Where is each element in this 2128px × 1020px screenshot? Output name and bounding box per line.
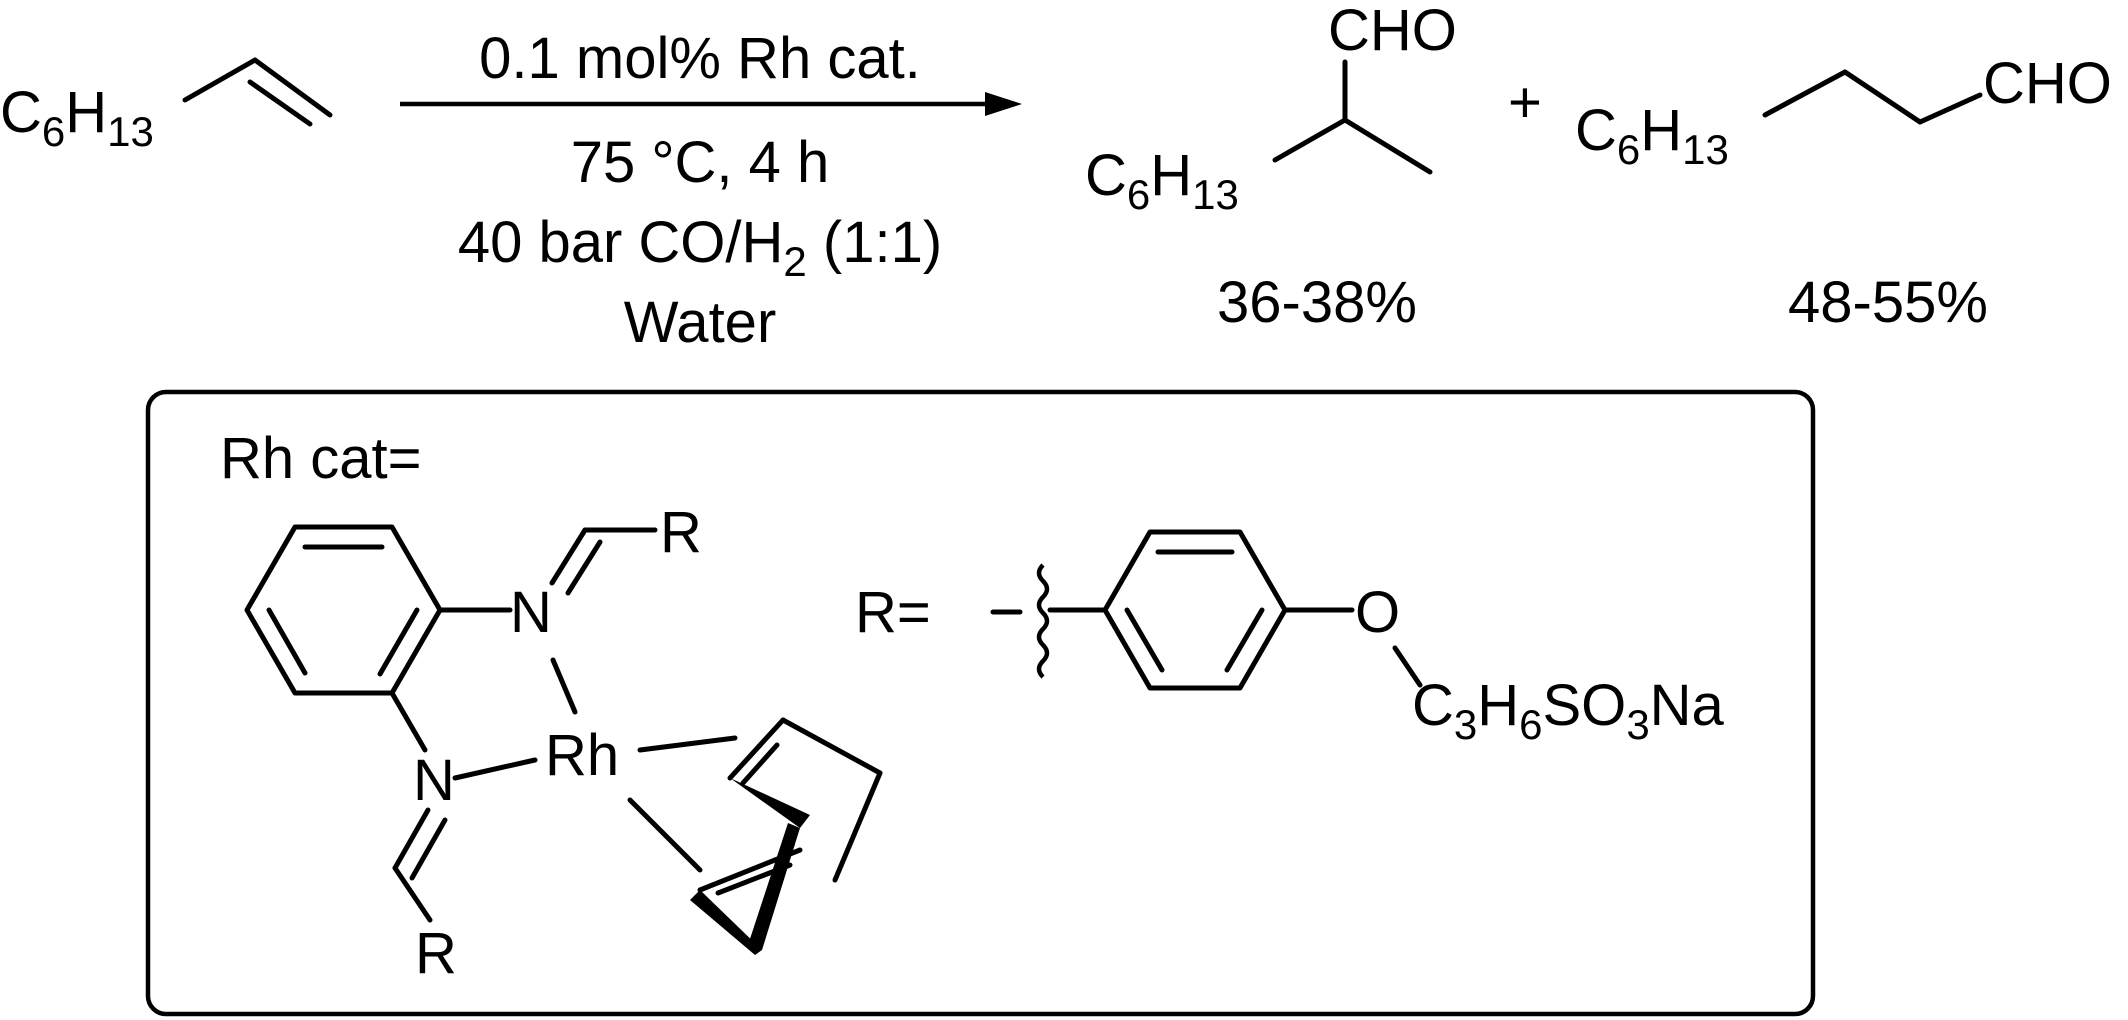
reaction-arrow — [400, 92, 1022, 116]
plus-sign: + — [1508, 70, 1542, 135]
linear-bond-3 — [1917, 92, 1983, 125]
product-branched-aldehyde: CHO C6H13 36-38% — [1085, 0, 1457, 335]
cod-wedge-top — [730, 778, 810, 828]
r-group-definition: R= O C3H6SO3Na — [855, 529, 1725, 748]
rh-center: Rh — [452, 657, 738, 873]
cod-ligand — [690, 717, 883, 955]
rh-label: Rh — [545, 723, 619, 788]
reactant-octene: C6H13 — [0, 57, 333, 155]
cod-alkene-bottom — [697, 847, 803, 893]
condition-catalyst: 0.1 mol% Rh cat. — [479, 26, 921, 91]
lower-imine: N R — [389, 690, 457, 986]
linear-bond-2 — [1842, 69, 1923, 125]
oxygen-label: O — [1355, 580, 1400, 645]
n-top-double-bond-2 — [565, 539, 603, 596]
upper-imine: N R — [437, 500, 702, 645]
cod-alkene-top — [727, 717, 786, 781]
reactant-c6h13-label: C6H13 — [0, 80, 154, 155]
n-bottom-double-bond-1 — [392, 807, 431, 871]
n-top-double-bond-1 — [549, 527, 588, 586]
reactant-single-bond — [182, 57, 258, 103]
branched-methyl-bond — [1342, 117, 1433, 175]
o-chain-bond — [1392, 645, 1423, 688]
n-bottom-double-bond-2 — [409, 817, 448, 881]
aryl-inner-bond-2 — [1224, 607, 1265, 673]
aryl-ring-outline — [1102, 529, 1288, 691]
cod-bond-2 — [832, 770, 883, 883]
linear-c6h13-label: C6H13 — [1575, 98, 1729, 173]
n-bottom-label: N — [413, 748, 455, 813]
phenylene-ring-outline — [244, 524, 443, 696]
ring-to-n-bottom-bond — [389, 690, 428, 753]
cod-wedge-bottom — [690, 890, 762, 955]
branched-yield: 36-38% — [1217, 270, 1417, 335]
rh-cod-lower-bond — [627, 797, 703, 873]
catalyst-title: Rh cat= — [220, 426, 422, 491]
catalyst-box — [145, 389, 1816, 1017]
condition-solvent: Water — [624, 290, 777, 355]
r-top-label: R — [660, 500, 702, 565]
attachment-wavy-bond — [1036, 563, 1050, 679]
n-bottom-rh-bond — [452, 757, 538, 781]
chain-label: C3H6SO3Na — [1412, 673, 1725, 748]
branched-c6h13-label: C6H13 — [1085, 143, 1239, 218]
reaction-conditions: 0.1 mol% Rh cat. 75 °C, 4 h 40 bar CO/H2… — [458, 26, 942, 355]
product-linear-aldehyde: C6H13 CHO 48-55% — [1575, 51, 2112, 335]
linear-bond-1 — [1762, 69, 1848, 118]
cod-bond-1 — [780, 717, 883, 776]
phenylene-inner-bond-3 — [266, 607, 308, 676]
branched-chain-bond — [1272, 117, 1348, 163]
rh-cod-upper-bond — [637, 735, 738, 753]
phenylene-inner-bond-2 — [377, 607, 420, 677]
reactant-double-bond-inner — [247, 79, 313, 127]
r-def-label: R= — [855, 580, 931, 645]
condition-temperature-time: 75 °C, 4 h — [571, 130, 830, 195]
n-top-label: N — [510, 580, 552, 645]
cod-alkene-top-inner — [740, 742, 780, 786]
r-bottom-label: R — [415, 921, 457, 986]
branched-cho-label: CHO — [1328, 0, 1457, 63]
arrow-head — [985, 92, 1022, 116]
reactant-double-bond-outer — [252, 57, 333, 118]
linear-yield: 48-55% — [1788, 270, 1988, 335]
cod-alkene-bottom-inner — [715, 862, 793, 896]
n-top-rh-bond — [550, 657, 578, 715]
condition-pressure: 40 bar CO/H2 (1:1) — [458, 210, 942, 285]
linear-cho-label: CHO — [1983, 51, 2112, 116]
ch-to-r-bottom-bond — [392, 865, 433, 923]
cod-wedge-right — [748, 823, 800, 950]
phenylene-ring — [244, 524, 443, 696]
aryl-inner-bond-3 — [1124, 607, 1165, 673]
